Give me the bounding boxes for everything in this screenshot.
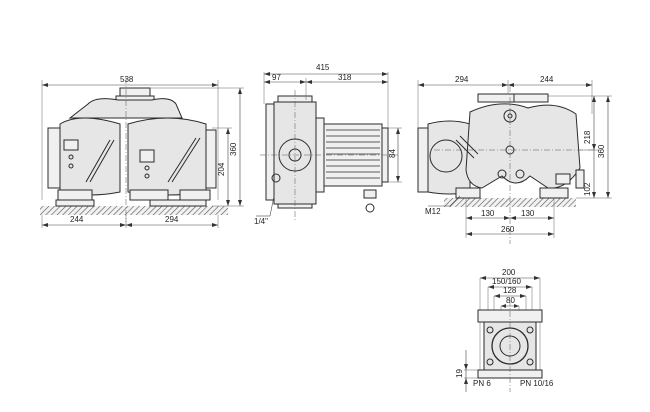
dim-318: 318 xyxy=(338,73,352,82)
dim-415: 415 xyxy=(316,63,330,72)
dim-m12: M12 xyxy=(425,207,441,216)
dim-102: 102 xyxy=(583,182,592,196)
top-view: 294 244 360 218 102 130 130 260 M12 xyxy=(417,75,612,244)
dim-97: 97 xyxy=(272,73,281,82)
front-view: 538 244 294 360 204 xyxy=(40,75,244,228)
dim-360-front: 360 xyxy=(229,142,238,156)
dim-244-front: 244 xyxy=(70,215,84,224)
dim-294-front: 294 xyxy=(165,215,179,224)
dim-294-top: 294 xyxy=(455,75,469,84)
dim-204-front: 204 xyxy=(217,162,226,176)
label-pn6: PN 6 xyxy=(473,379,491,388)
dim-84: 84 xyxy=(388,149,397,158)
dim-538: 538 xyxy=(120,75,134,84)
dim-244-top: 244 xyxy=(540,75,554,84)
dim-260: 260 xyxy=(501,225,515,234)
dim-19: 19 xyxy=(455,369,464,378)
dim-218: 218 xyxy=(583,130,592,144)
side-view: 415 97 318 84 1/4" xyxy=(254,63,402,226)
dim-150-160: 150/160 xyxy=(492,277,521,286)
dim-360-top: 360 xyxy=(597,144,606,158)
dim-thread: 1/4" xyxy=(254,217,268,226)
dim-130-right: 130 xyxy=(521,209,535,218)
dim-128: 128 xyxy=(503,286,517,295)
dim-80: 80 xyxy=(506,296,515,305)
dim-130-left: 130 xyxy=(481,209,495,218)
flange-detail: 200 150/160 128 80 xyxy=(455,268,554,392)
label-pn10-16: PN 10/16 xyxy=(520,379,554,388)
dim-200: 200 xyxy=(502,268,516,277)
